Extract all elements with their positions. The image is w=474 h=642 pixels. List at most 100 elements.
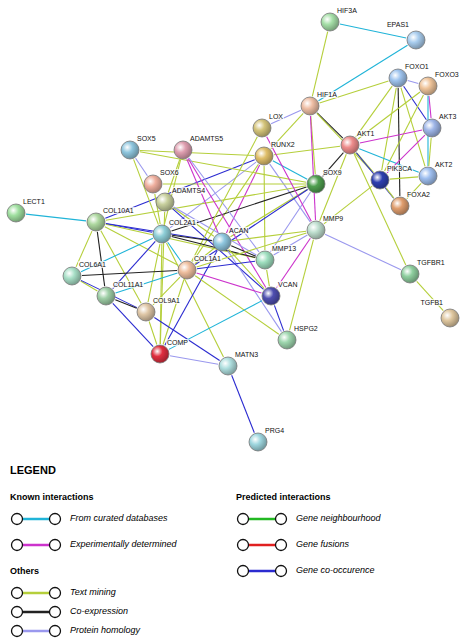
- interaction-line: [317, 113, 373, 172]
- node-circle: [143, 174, 163, 194]
- legend-label: Gene co-occurence: [296, 565, 375, 575]
- node-label: COL11A1: [112, 281, 144, 288]
- node-circle: [406, 30, 426, 50]
- node-circle: [136, 302, 156, 322]
- interaction-line: [26, 214, 86, 221]
- interaction-line: [113, 241, 156, 288]
- node-label: TGFBR1: [416, 259, 446, 266]
- interaction-line: [81, 281, 98, 291]
- interaction-line: [417, 281, 444, 310]
- node-label: LECT1: [22, 198, 46, 205]
- protein-node: FOXO3: [418, 76, 438, 96]
- legend-label: From curated databases: [70, 513, 168, 523]
- protein-node: HIF3A: [320, 12, 340, 32]
- protein-node: MATN3: [218, 356, 238, 376]
- node-label: SOX5: [136, 135, 157, 142]
- node-label: TGFB1: [419, 299, 444, 306]
- node-label: FOXO1: [404, 63, 430, 70]
- node-circle: [370, 170, 390, 190]
- interaction-line: [408, 81, 419, 84]
- protein-node: COL2A1: [152, 224, 172, 244]
- protein-node: VCAN: [261, 286, 281, 306]
- node-circle: [6, 203, 26, 223]
- interaction-line: [312, 32, 327, 97]
- node-label: PIK3CA: [386, 165, 413, 172]
- node-circle: [340, 135, 360, 155]
- node-label: COL9A1: [152, 297, 181, 304]
- protein-node: HIF1A: [300, 96, 320, 116]
- node-circle: [152, 224, 172, 244]
- node-circle: [277, 330, 297, 350]
- interaction-line: [148, 244, 160, 302]
- legend-swatch: [236, 564, 288, 578]
- legend-label: Gene neighbourhood: [296, 513, 381, 523]
- protein-node: ACAN: [212, 232, 232, 252]
- protein-node: RUNX2: [254, 146, 274, 166]
- interaction-line: [359, 149, 418, 173]
- node-label: VCAN: [277, 281, 298, 288]
- interaction-line: [390, 177, 418, 179]
- interaction-line: [429, 96, 431, 118]
- legend-swatch: [10, 586, 62, 600]
- node-circle: [218, 356, 238, 376]
- interaction-line: [325, 234, 401, 270]
- node-circle: [320, 12, 340, 32]
- node-circle: [173, 140, 193, 160]
- interaction-line: [264, 166, 266, 250]
- legend-label: Co-expression: [70, 606, 128, 616]
- interaction-line: [356, 86, 392, 137]
- interaction-line: [267, 137, 312, 221]
- node-circle: [300, 96, 320, 116]
- node-label: MMP13: [271, 245, 297, 252]
- node-circle: [306, 220, 326, 240]
- node-circle: [422, 118, 442, 138]
- protein-node: AKT3: [422, 118, 442, 138]
- interaction-line: [174, 207, 257, 255]
- node-label: FOXA2: [406, 191, 431, 198]
- legend-swatch: [10, 538, 62, 552]
- protein-node: AKT1: [340, 135, 360, 155]
- node-circle: [255, 250, 275, 270]
- legend-label: Gene fusions: [296, 539, 349, 549]
- protein-node: MMP13: [255, 250, 275, 270]
- node-circle: [388, 68, 408, 88]
- protein-node: COL6A1: [62, 266, 82, 286]
- interaction-line: [197, 261, 255, 268]
- protein-node: COL11A1: [96, 286, 116, 306]
- legend-swatch: [10, 605, 62, 619]
- node-label: MMP9: [322, 215, 344, 222]
- interaction-line: [188, 159, 266, 288]
- interaction-line: [163, 183, 306, 184]
- node-circle: [418, 76, 438, 96]
- protein-node: MMP9: [306, 220, 326, 240]
- node-circle: [150, 344, 170, 364]
- node-circle: [96, 286, 116, 306]
- protein-node: AKT2: [418, 166, 438, 186]
- node-label: ADAMTS5: [189, 135, 224, 142]
- protein-node: LECT1: [6, 203, 26, 223]
- node-circle: [252, 118, 272, 138]
- protein-node: COL1A1: [177, 260, 197, 280]
- legend-swatch: [10, 512, 62, 526]
- interaction-line: [170, 356, 218, 365]
- interaction-line: [429, 138, 431, 166]
- interaction-line: [192, 137, 258, 261]
- node-circle: [62, 266, 82, 286]
- legend-heading: Others: [10, 566, 39, 576]
- node-circle: [306, 174, 326, 194]
- node-label: ADAMTS4: [171, 187, 206, 194]
- node-circle: [86, 212, 106, 232]
- protein-node: COL9A1: [136, 302, 156, 322]
- node-circle: [155, 192, 175, 212]
- node-label: EPAS1: [386, 21, 410, 28]
- protein-node: SOX6: [143, 174, 163, 194]
- node-label: FOXO3: [434, 71, 460, 78]
- node-label: ACAN: [228, 227, 249, 234]
- protein-node: EPAS1: [406, 30, 426, 50]
- node-label: COL2A1: [168, 219, 197, 226]
- legend-swatch: [236, 512, 288, 526]
- node-label: COMP: [166, 339, 189, 346]
- interaction-line: [160, 244, 162, 344]
- interaction-line: [310, 116, 315, 220]
